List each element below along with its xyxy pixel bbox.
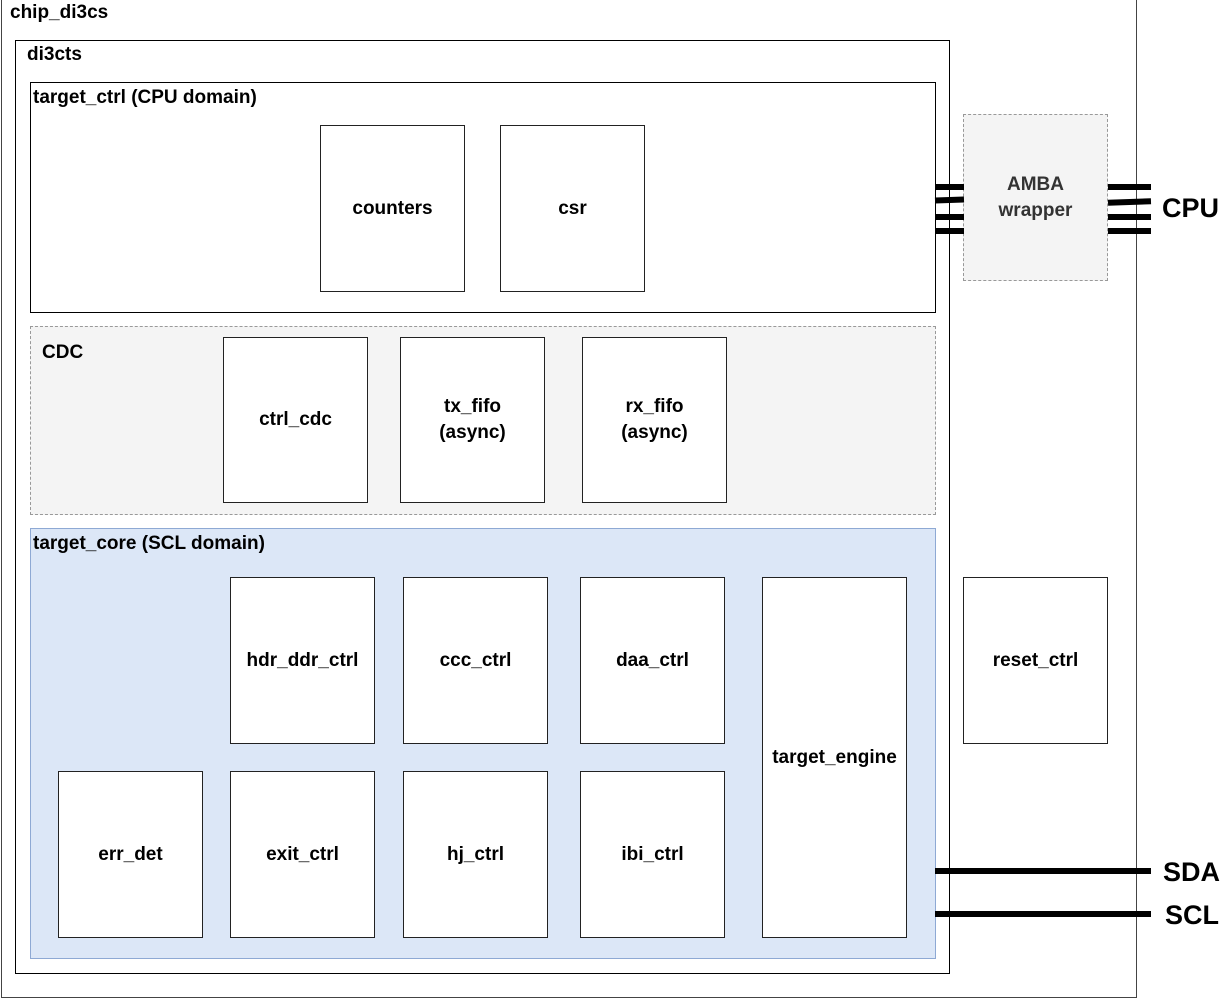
cpu-bus-wire bbox=[934, 196, 965, 204]
cdc-title: CDC bbox=[42, 342, 84, 363]
tx-fifo-label: tx_fifo bbox=[444, 396, 501, 417]
reset-ctrl-block: reset_ctrl bbox=[963, 577, 1108, 744]
ctrl-cdc-label: ctrl_cdc bbox=[259, 409, 332, 430]
err-det-block: err_det bbox=[58, 771, 203, 938]
amba-label: AMBA bbox=[1007, 173, 1064, 195]
daa-ctrl-block: daa_ctrl bbox=[580, 577, 725, 744]
cpu-pin-label: CPU bbox=[1162, 193, 1220, 223]
amba-wrapper-block: AMBA wrapper bbox=[963, 114, 1108, 281]
ibi-ctrl-block: ibi_ctrl bbox=[580, 771, 725, 938]
cpu-bus-wire bbox=[1108, 184, 1151, 190]
csr-block: csr bbox=[500, 125, 645, 292]
ccc-ctrl-block: ccc_ctrl bbox=[403, 577, 548, 744]
hdr-ddr-ctrl-block: hdr_ddr_ctrl bbox=[230, 577, 375, 744]
rx-fifo-label: rx_fifo bbox=[625, 396, 684, 417]
di3cts-title: di3cts bbox=[27, 44, 82, 65]
chip-title: chip_di3cs bbox=[10, 2, 109, 23]
ctrl-cdc-block: ctrl_cdc bbox=[223, 337, 368, 503]
rx-fifo-block: rx_fifo (async) bbox=[582, 337, 727, 503]
cpu-bus-wire bbox=[1107, 198, 1152, 206]
cpu-bus-wire bbox=[935, 214, 964, 220]
scl-pin-label: SCL bbox=[1165, 900, 1219, 930]
rx-fifo-sublabel: (async) bbox=[621, 422, 688, 443]
cpu-bus-wire bbox=[935, 184, 964, 190]
target-ctrl-block bbox=[30, 82, 936, 313]
sda-wire bbox=[935, 868, 1151, 874]
target-core-title: target_core (SCL domain) bbox=[33, 533, 265, 554]
target-ctrl-title: target_ctrl (CPU domain) bbox=[33, 87, 257, 108]
cpu-bus-wire bbox=[935, 228, 964, 234]
counters-block: counters bbox=[320, 125, 465, 292]
cpu-bus-wire bbox=[1108, 228, 1151, 234]
tx-fifo-sublabel: (async) bbox=[439, 422, 506, 443]
tx-fifo-block: tx_fifo (async) bbox=[400, 337, 545, 503]
sda-pin-label: SDA bbox=[1163, 857, 1221, 887]
target-engine-block: target_engine bbox=[762, 577, 907, 938]
exit-ctrl-block: exit_ctrl bbox=[230, 771, 375, 938]
scl-wire bbox=[935, 911, 1151, 917]
hj-ctrl-block: hj_ctrl bbox=[403, 771, 548, 938]
amba-sublabel: wrapper bbox=[998, 199, 1073, 221]
cpu-bus-wire bbox=[1108, 214, 1151, 220]
